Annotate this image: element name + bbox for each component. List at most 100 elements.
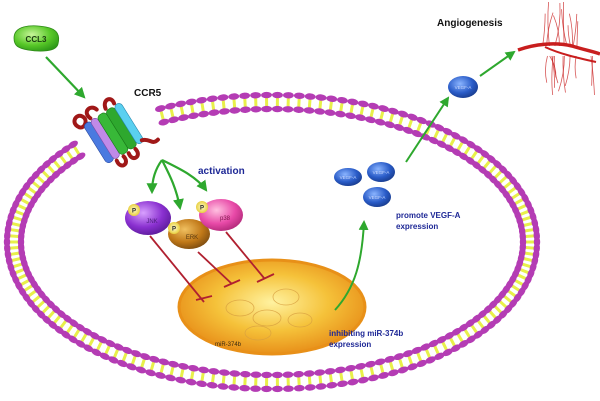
- lipid-tail: [53, 315, 61, 324]
- lipid-head: [198, 366, 210, 374]
- lipid-tail: [11, 222, 21, 227]
- lipid-tail: [66, 150, 74, 160]
- lipid-head: [407, 363, 418, 371]
- lipid-tail: [503, 181, 512, 189]
- lipid-head: [466, 335, 476, 344]
- lipid-tail: [517, 273, 527, 280]
- lipid-head: [261, 105, 273, 113]
- capillary: [563, 1, 565, 47]
- lipid-head: [188, 364, 199, 372]
- capillary: [547, 1, 550, 47]
- lipid-head: [416, 359, 427, 368]
- vegf-cluster: VEGF-A VEGF-A VEGF-A: [334, 162, 395, 207]
- lipid-head: [261, 371, 273, 379]
- lipid-tail: [13, 216, 22, 222]
- capillary: [562, 55, 566, 93]
- lipid-head: [425, 356, 436, 364]
- lipid-tail: [169, 108, 175, 118]
- lipid-tail: [494, 170, 502, 179]
- lipid-head: [293, 106, 305, 113]
- lipid-tail: [59, 320, 67, 329]
- lipid-head: [411, 346, 423, 354]
- lipid-head: [324, 109, 336, 116]
- lipid-tail: [359, 369, 365, 378]
- lipid-tail: [494, 305, 502, 314]
- kinase-jnk: P JNK: [125, 201, 171, 235]
- lipid-head: [250, 106, 262, 113]
- lipid-tail: [11, 257, 21, 262]
- lipid-head: [261, 385, 273, 393]
- lipid-tail: [232, 376, 237, 385]
- capillary: [546, 12, 554, 47]
- lipid-tail: [73, 329, 81, 338]
- lipid-head: [336, 96, 348, 104]
- lipid-tail: [483, 160, 491, 169]
- lipid-tail: [221, 100, 226, 109]
- lipid-head: [533, 230, 540, 242]
- lipid-tail: [511, 192, 520, 200]
- lipid-tail: [17, 204, 27, 211]
- lipid-head: [250, 92, 262, 99]
- lipid-head: [282, 92, 294, 99]
- lipid-head: [239, 92, 251, 99]
- lipid-head: [393, 123, 405, 131]
- kinase-p38: P p38: [196, 199, 243, 231]
- lipid-head: [324, 368, 336, 375]
- lipid-head: [428, 339, 439, 348]
- lipid-head: [388, 369, 399, 377]
- lipid-tail: [66, 324, 74, 334]
- lipid-tail: [42, 170, 50, 179]
- lipid-tail: [477, 320, 485, 329]
- lipid-tail: [59, 155, 67, 164]
- lipid-head: [158, 358, 170, 366]
- lipid-tail: [15, 210, 24, 216]
- lipid-tail: [525, 234, 534, 238]
- lipid-head: [97, 335, 108, 344]
- lipid-tail: [449, 337, 456, 347]
- lipid-tail: [149, 361, 156, 371]
- lipid-head: [315, 383, 327, 390]
- lipid-head: [218, 369, 230, 376]
- capillary: [553, 55, 559, 84]
- inhibition-lines: [149, 231, 275, 303]
- vessel-trunk: [517, 42, 600, 56]
- lipid-head: [208, 368, 220, 375]
- lipid-tail: [522, 262, 531, 268]
- lipid-tail: [307, 99, 312, 108]
- ccr5-label: CCR5: [134, 88, 162, 99]
- lipid-head: [384, 121, 395, 129]
- lipid-head: [117, 359, 128, 368]
- lipid-head: [185, 98, 197, 106]
- lipid-tail: [53, 160, 61, 169]
- lipid-tail: [10, 234, 19, 238]
- lipid-head: [436, 335, 447, 344]
- lipid-tail: [47, 165, 56, 174]
- lipid-head: [218, 108, 230, 115]
- lipid-tail: [200, 102, 205, 112]
- lipid-tail: [221, 375, 226, 384]
- lipid-tail: [17, 273, 27, 280]
- vegf-molecule: VEGF-A: [334, 168, 362, 186]
- lipid-head: [384, 355, 395, 363]
- lipid-tail: [131, 355, 137, 365]
- lipid-tail: [507, 289, 516, 298]
- lipid-tail: [388, 113, 395, 123]
- lipid-head: [229, 370, 241, 377]
- lipid-tail: [507, 186, 516, 195]
- lipid-head: [239, 371, 251, 378]
- lipid-head: [139, 353, 151, 361]
- lipid-tail: [10, 251, 20, 256]
- lipid-tail: [32, 295, 41, 303]
- lipid-tail: [398, 116, 404, 126]
- lipid-head: [378, 372, 389, 379]
- lipid-tail: [211, 374, 216, 383]
- lipid-tail: [190, 370, 195, 380]
- lipid-tail: [20, 198, 30, 205]
- lipid-head: [217, 94, 229, 101]
- capillary: [542, 13, 546, 47]
- lipid-head: [113, 343, 124, 351]
- lipid-tail: [522, 216, 531, 222]
- lipid-tail: [463, 146, 471, 155]
- lipid-tail: [190, 104, 195, 114]
